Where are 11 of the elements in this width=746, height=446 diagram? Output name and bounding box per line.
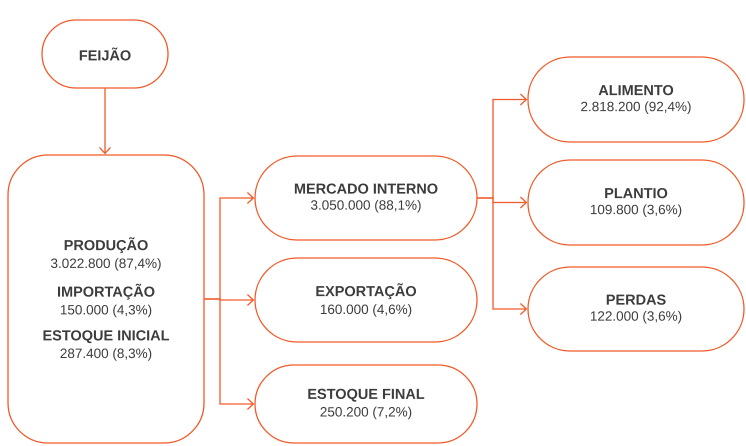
arrow <box>204 298 254 410</box>
rounded-box: PLANTIO 109.800 (3,6%) <box>527 159 745 246</box>
rounded-box: ALIMENTO 2.818.200 (92,4%) <box>527 56 745 143</box>
rounded-box: PRODUÇÃO 3.022.800 (87,4%) IMPORTAÇÃO 150.000 (4,3%) ESTOQUE INICIAL 287.400 (8,3%) <box>7 154 205 444</box>
rounded-box: ESTOQUE FINAL 250.200 (7,2%) <box>254 364 478 444</box>
rounded-box: MERCADO INTERNO 3.050.000 (88,1%) <box>254 155 478 241</box>
arrow <box>478 197 528 315</box>
rounded-box: EXPORTAÇÃO 160.000 (4,6%) <box>254 257 478 343</box>
rounded-box: PERDAS 122.000 (3,6%) <box>527 266 745 352</box>
arrow <box>99 88 111 154</box>
rounded-box: FEIJÃO <box>41 19 169 89</box>
